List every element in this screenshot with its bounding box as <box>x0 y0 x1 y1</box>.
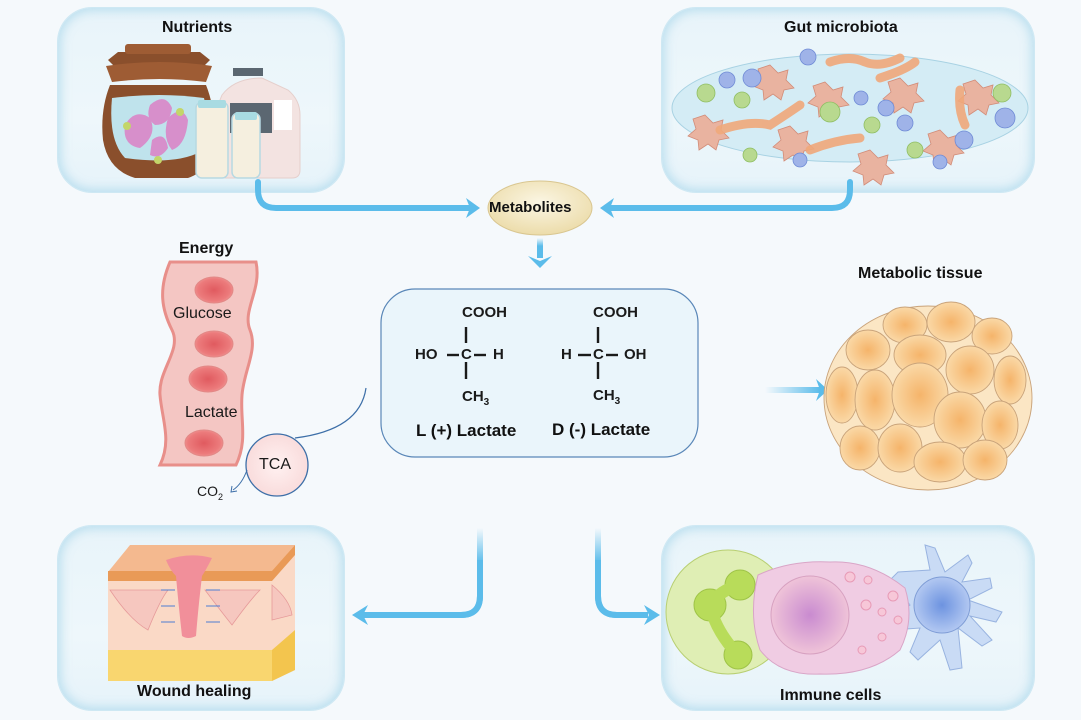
arrow-to-metabolic-tissue <box>765 379 828 401</box>
l-lactate-h: H <box>493 346 504 363</box>
metabolic-tissue-illustration <box>823 301 1033 491</box>
co2-text: CO <box>197 483 218 499</box>
arrow-to-wound-healing <box>352 528 483 625</box>
tca-connector-line <box>294 387 367 439</box>
co2-subscript: 2 <box>218 491 224 502</box>
arrow-nutrients-to-metabolites <box>255 179 480 218</box>
arrow-to-immune-cells <box>595 528 660 625</box>
gut-microbiota-title: Gut microbiota <box>784 19 898 36</box>
metabolites-node <box>487 180 593 236</box>
d-lactate-h: H <box>561 346 572 363</box>
glucose-label: Glucose <box>173 305 232 322</box>
nutrients-title: Nutrients <box>162 19 233 36</box>
arrow-microbiota-to-metabolites <box>600 179 853 218</box>
wound-healing-illustration <box>108 545 295 681</box>
l-lactate-bonds <box>447 327 486 379</box>
metabolic-tissue-title: Metabolic tissue <box>858 265 983 282</box>
d-lactate-ch: CH <box>593 387 615 404</box>
wound-healing-title: Wound healing <box>137 683 252 700</box>
tca-label: TCA <box>259 456 291 473</box>
d-lactate-oh: OH <box>624 346 647 363</box>
l-lactate-c: C <box>461 346 472 363</box>
lactate-label: Lactate <box>185 404 238 421</box>
gut-microbiota-illustration <box>671 48 1029 186</box>
l-lactate-ch3-sub: 3 <box>483 397 490 408</box>
l-lactate-name: L (+) Lactate <box>416 421 517 440</box>
co2-arrow <box>232 469 248 491</box>
blood-vessel-illustration <box>157 260 259 467</box>
co2-label: CO2 <box>197 483 223 502</box>
metabolites-label: Metabolites <box>489 199 572 216</box>
d-lactate-bonds <box>578 327 618 379</box>
d-lactate-name: D (-) Lactate <box>552 420 651 439</box>
d-lactate-ch3-sub: 3 <box>614 396 621 407</box>
d-lactate-ch3: CH3 <box>593 387 620 407</box>
energy-title: Energy <box>179 240 234 257</box>
nutrients-illustration <box>102 44 301 179</box>
tca-cycle-node <box>245 433 309 497</box>
d-lactate-cooh: COOH <box>593 304 638 321</box>
l-lactate-ch3: CH3 <box>462 388 489 408</box>
immune-cells-illustration <box>665 544 1003 675</box>
arrow-metabolites-to-lactate <box>528 238 552 268</box>
l-lactate-cooh: COOH <box>462 304 507 321</box>
lactate-structures-box <box>380 288 699 458</box>
l-lactate-ch: CH <box>462 388 484 405</box>
d-lactate-c: C <box>593 346 604 363</box>
immune-cells-title: Immune cells <box>780 687 882 704</box>
l-lactate-ho: HO <box>415 346 438 363</box>
